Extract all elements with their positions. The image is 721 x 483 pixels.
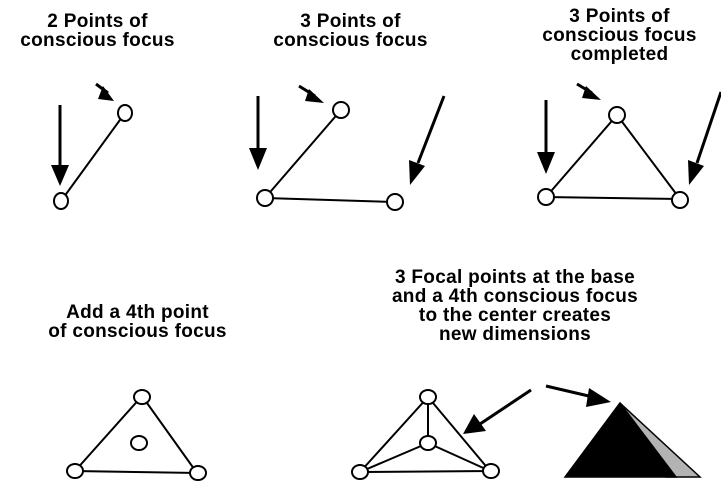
focus-point [66, 463, 84, 479]
panel-add-4th-point [66, 389, 207, 481]
arrowhead [305, 89, 324, 103]
arrowhead [586, 388, 611, 407]
focus-point [332, 101, 350, 119]
focus-point [53, 192, 69, 210]
focus-point [351, 464, 369, 480]
focus-line [264, 197, 395, 203]
caption-line: completed [570, 44, 669, 65]
caption-line: 3 Points of [300, 11, 401, 32]
caption-line: 2 Points of [47, 11, 148, 32]
panel-new-dimensions [351, 384, 702, 480]
focus-point [608, 106, 626, 124]
arrowhead [582, 86, 601, 100]
center-focus-point [419, 435, 437, 451]
focus-line [264, 109, 342, 199]
arrowhead [463, 414, 486, 434]
caption-line: of conscious focus [48, 321, 227, 342]
caption-line: Add a 4th point [66, 302, 209, 323]
caption-new-dimensions: 3 Focal points at the base and a 4th con… [380, 268, 650, 344]
arrow [416, 95, 446, 164]
caption-line: and a 4th conscious focus [391, 286, 639, 307]
pyramid-front-face [563, 401, 678, 478]
arrowhead [98, 86, 114, 101]
arrow [545, 384, 594, 399]
caption-3-points-completed: 3 Points of conscious focus completed [527, 7, 712, 64]
caption-3-points: 3 Points of conscious focus [258, 12, 443, 50]
arrowhead [409, 160, 425, 185]
caption-line: to the center creates [418, 305, 612, 326]
focus-point [133, 389, 151, 405]
caption-line: 3 Points of [569, 6, 670, 27]
focus-point [671, 191, 689, 209]
focus-point [419, 389, 437, 405]
caption-line: conscious focus [542, 25, 697, 46]
focus-line [359, 442, 429, 473]
focus-point [482, 463, 500, 479]
focus-line [427, 442, 491, 472]
panel-3-points [249, 84, 446, 211]
focus-point [117, 104, 133, 122]
panel-2-points [51, 82, 133, 210]
focus-triangle [72, 394, 199, 475]
caption-add-4th-point: Add a 4th point of conscious focus [30, 303, 245, 341]
base-triangle [357, 395, 493, 474]
arrow [479, 388, 532, 426]
focus-triangle [543, 113, 683, 201]
caption-2-points: 2 Points of conscious focus [5, 12, 190, 50]
caption-line: new dimensions [438, 324, 591, 345]
focus-point [256, 189, 274, 207]
panel-3-points-completed [537, 82, 721, 209]
caption-line: conscious focus [20, 30, 175, 51]
arrowhead [249, 148, 267, 170]
arrow [695, 91, 721, 164]
caption-line: 3 Focal points at the base [394, 267, 636, 288]
arrowhead [51, 165, 69, 186]
focus-point [386, 193, 404, 211]
focus-line [60, 112, 126, 202]
center-focus-point [130, 435, 148, 451]
arrowhead [537, 152, 555, 174]
caption-line: conscious focus [273, 30, 428, 51]
focus-point [537, 188, 555, 206]
focus-point [189, 465, 207, 481]
arrowhead [688, 160, 704, 185]
